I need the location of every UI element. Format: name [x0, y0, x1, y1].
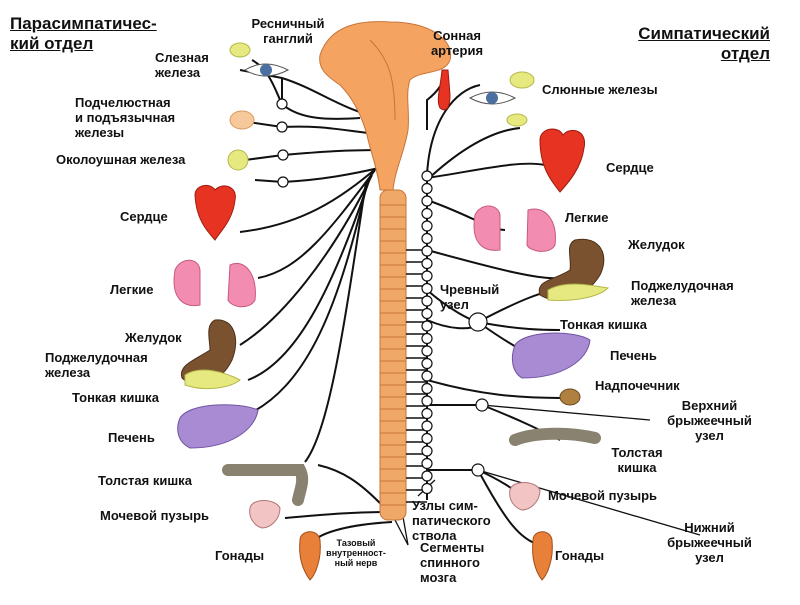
carotid-artery-icon — [437, 69, 451, 111]
trunk-ganglion — [421, 432, 433, 445]
label-left-stomach: Желудок — [125, 330, 182, 345]
label-sympathetic-trunk-nodes: Узлы сим- патического ствола — [412, 498, 491, 543]
trunk-ganglion — [421, 420, 433, 432]
trunk-ganglion — [421, 457, 433, 470]
label-left-small-intestine: Тонкая кишка — [72, 390, 159, 405]
ganglion-icon — [276, 98, 489, 477]
label-right-small-intestine: Тонкая кишка — [560, 317, 647, 332]
eye-icon — [244, 63, 517, 105]
trunk-ganglion — [421, 357, 433, 370]
trunk-ganglion — [421, 270, 433, 282]
label-spinal-segments: Сегменты спинного мозга — [420, 540, 485, 585]
label-carotid-artery: Сонная артерия — [430, 28, 484, 58]
label-inferior-mesenteric: Нижний брыжеечный узел — [667, 520, 752, 565]
trunk-ganglion — [421, 382, 433, 395]
adrenal-icon — [559, 388, 581, 406]
trunk-ganglion — [421, 345, 433, 357]
lungs-icon — [173, 205, 556, 308]
trunk-ganglion — [421, 445, 433, 457]
trunk-ganglion — [421, 332, 433, 345]
trunk-ganglion — [421, 257, 433, 270]
trunk-ganglion — [421, 220, 433, 232]
pancreas-icon — [184, 283, 610, 390]
label-ciliary-ganglion: Ресничный ганглий — [251, 16, 325, 46]
label-right-colon: Толстая кишка — [611, 445, 663, 475]
trunk-ganglion — [421, 195, 433, 207]
trunk-ganglion — [421, 395, 433, 407]
label-celiac-ganglion: Чревный узел — [440, 282, 500, 312]
label-leader-lines — [394, 404, 701, 546]
label-superior-mesenteric: Верхний брыжеечный узел — [667, 398, 752, 443]
trunk-ganglion — [421, 232, 433, 245]
label-left-colon: Толстая кишка — [98, 473, 192, 488]
label-salivary-glands: Слюнные железы — [542, 82, 658, 97]
label-left-gonads: Гонады — [215, 548, 265, 563]
label-right-bladder: Мочевой пузырь — [548, 488, 657, 503]
label-right-liver: Печень — [610, 348, 657, 363]
label-parotid: Околоушная железа — [56, 152, 186, 167]
trunk-ganglion — [421, 282, 433, 295]
gland-icons — [227, 42, 535, 171]
label-left-pancreas: Поджелудочная железа — [45, 350, 148, 380]
label-submandibular: Подчелюстная и подъязычная железы — [75, 95, 176, 140]
colon-icon — [222, 427, 601, 506]
trunk-ganglion — [421, 207, 433, 220]
sympathetic-title: Симпатический отдел — [638, 24, 770, 63]
label-left-heart: Сердце — [120, 209, 168, 224]
trunk-ganglion — [421, 182, 433, 195]
label-adrenal: Надпочечник — [595, 378, 680, 393]
gonad-icon — [299, 531, 553, 581]
label-lacrimal-gland: Слезная железа — [155, 50, 209, 80]
label-left-bladder: Мочевой пузырь — [100, 508, 209, 523]
heart-icon — [194, 128, 586, 241]
trunk-ganglion — [421, 170, 433, 182]
parasympathetic-title: Парасимпатичес- кий отдел — [10, 14, 157, 53]
label-left-lungs: Легкие — [110, 282, 154, 297]
spinal-cord-icon — [379, 189, 407, 521]
label-pelvic-nerve: Тазовый внутренност- ный нерв — [326, 538, 386, 568]
liver-icon — [177, 332, 591, 449]
label-right-gonads: Гонады — [555, 548, 605, 563]
trunk-ganglion — [421, 320, 433, 332]
ganglion-icon — [421, 170, 433, 495]
label-right-heart: Сердце — [606, 160, 654, 175]
label-right-stomach: Желудок — [628, 237, 685, 252]
trunk-ganglion — [421, 245, 433, 257]
label-right-pancreas: Поджелудочная железа — [631, 278, 734, 308]
trunk-ganglion — [421, 482, 433, 495]
brain-icon — [319, 21, 452, 191]
bladder-icon — [249, 482, 541, 529]
trunk-ganglion — [421, 307, 433, 320]
trunk-ganglion — [421, 470, 433, 482]
label-left-liver: Печень — [108, 430, 155, 445]
trunk-ganglion — [421, 407, 433, 420]
trunk-ganglion — [421, 370, 433, 382]
label-right-lungs: Легкие — [565, 210, 609, 225]
trunk-ganglion — [421, 295, 433, 307]
